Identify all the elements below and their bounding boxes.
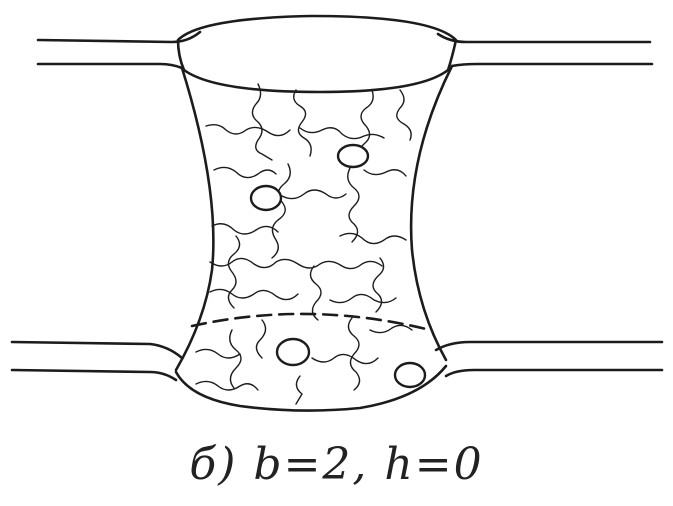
upper-boundary-bottom-line: [36, 62, 184, 70]
grain-boundary-line: [293, 89, 312, 157]
grain-boundary-line: [255, 319, 267, 359]
grain-boundary-line: [209, 288, 299, 301]
pore-circle: [275, 337, 311, 367]
lower-boundary-top-line-right: [434, 340, 664, 352]
grain-boundary-line: [299, 127, 385, 140]
neck-left-wall: [174, 66, 215, 372]
grain-boundary-line: [329, 293, 397, 304]
grain-boundary-line: [195, 380, 259, 391]
figure-caption: б) b=2, h=0: [189, 439, 484, 490]
grain-boundary-network: [195, 83, 413, 405]
grain-boundary-line: [209, 257, 383, 270]
upper-lens: [176, 14, 458, 94]
neck-right-wall: [409, 64, 454, 362]
lower-boundary-top-line: [10, 340, 184, 360]
dashed-sinter-front: [190, 312, 432, 332]
pore-circle: [336, 143, 370, 169]
grain-boundary-line: [271, 163, 291, 259]
grain-boundary-line: [396, 89, 412, 141]
upper-boundary-top-line: [36, 30, 202, 44]
grain-boundary-line: [251, 83, 273, 161]
grain-boundary-line: [229, 329, 242, 389]
grain-boundary-line: [339, 232, 407, 245]
grain-boundary-line: [211, 223, 279, 235]
grain-boundary-line: [309, 265, 322, 321]
grain-boundary-line: [281, 189, 347, 200]
grain-boundary-line: [353, 89, 374, 155]
grain-boundary-line: [369, 324, 413, 334]
grain-boundary-line: [295, 375, 303, 405]
grain-boundary-line: [347, 167, 360, 243]
grain-boundary-line: [195, 348, 241, 359]
grain-boundary-line: [205, 123, 291, 137]
lower-boundary-bottom-line: [10, 368, 178, 382]
grain-boundary-line: [363, 169, 407, 177]
grain-boundary-line: [347, 317, 361, 391]
lower-lens: [174, 364, 448, 412]
grain-boundary-line: [227, 235, 241, 309]
pore-circle: [249, 184, 283, 212]
grain-boundary-line: [213, 166, 277, 179]
grain-boundary-line: [311, 353, 379, 365]
upper-boundary-bottom-line-right: [450, 62, 654, 68]
pore-circle: [393, 361, 427, 389]
lower-boundary-bottom-line-right: [444, 368, 664, 378]
upper-boundary-top-line-right: [436, 32, 652, 44]
